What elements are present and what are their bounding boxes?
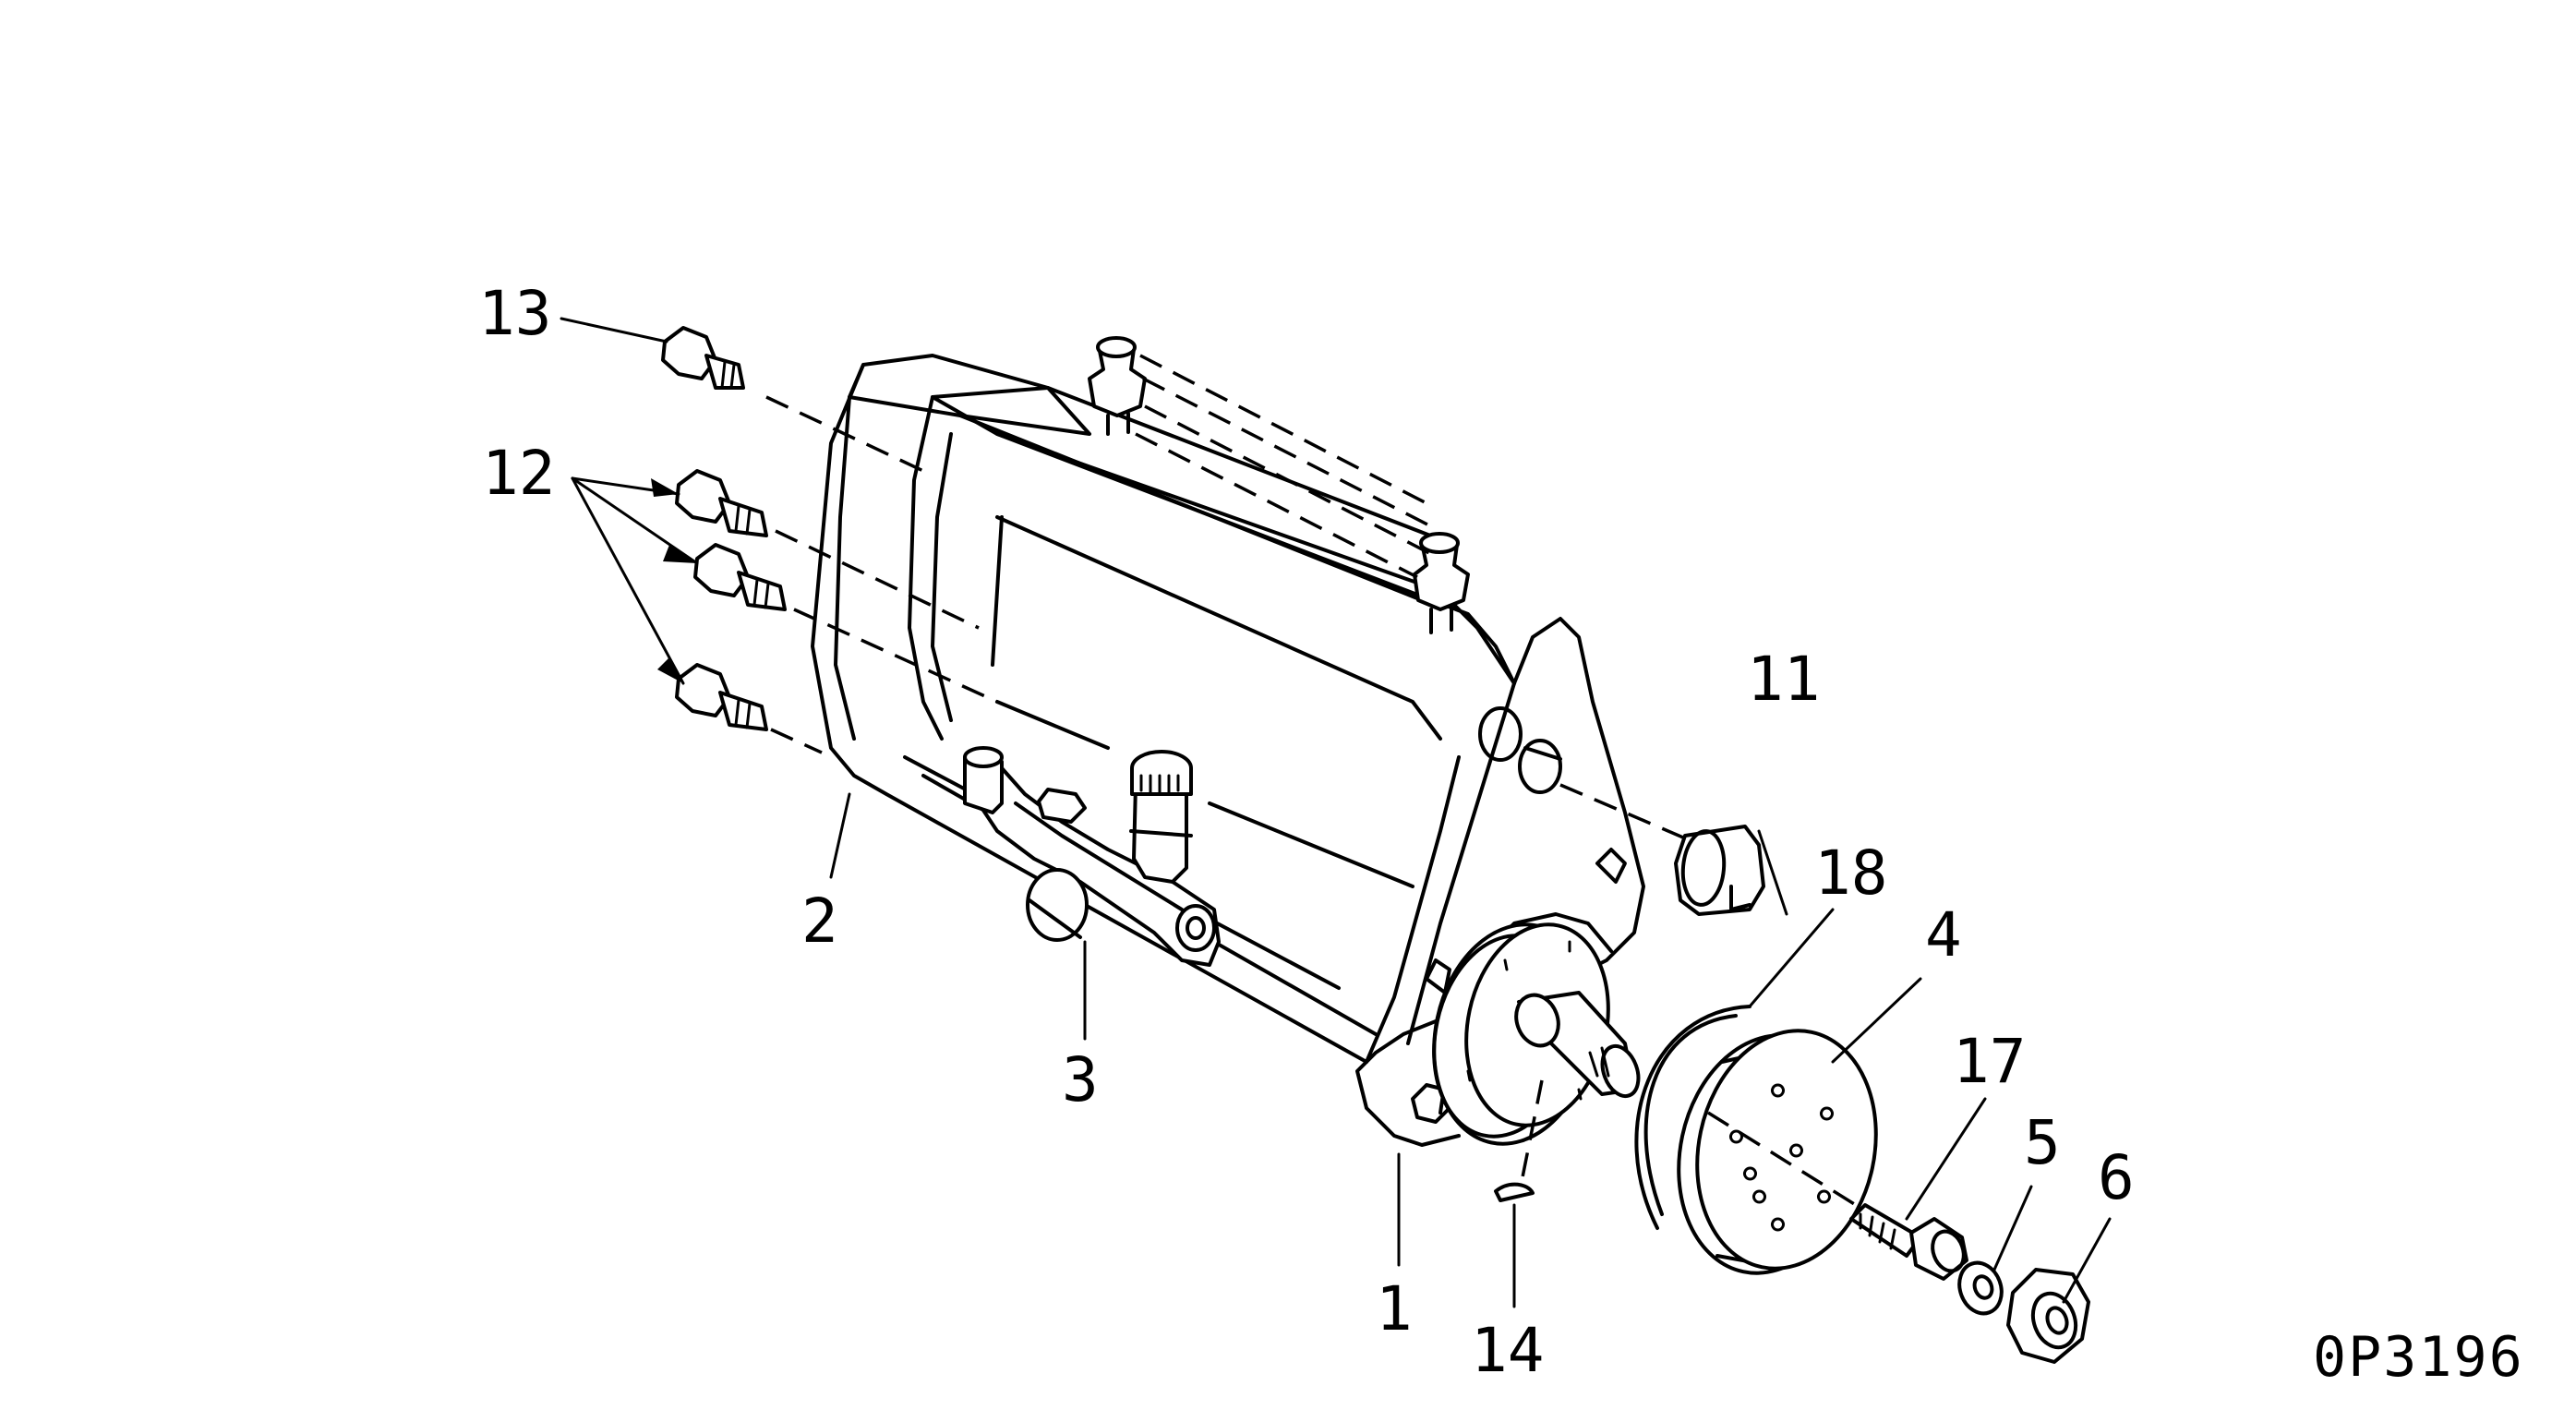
callout-3: 3: [1062, 1044, 1099, 1115]
bolt-12-lower: [675, 663, 768, 731]
callout-1: 1: [1376, 1273, 1413, 1344]
drawing-code: 0P3196: [2313, 1325, 2524, 1390]
callout-18: 18: [1814, 838, 1887, 909]
bolt-13: [661, 326, 745, 390]
callout-11: 11: [1747, 644, 1820, 715]
feed-pump: [963, 746, 1221, 967]
drive-flange: [1432, 912, 1641, 1146]
callout-14: 14: [1471, 1315, 1544, 1386]
coupling-bolt: [1849, 1203, 1968, 1281]
lock-washer: [1957, 1260, 2004, 1316]
callout-4: 4: [1925, 899, 1962, 970]
delivery-valve-holder-rear: [1413, 532, 1470, 634]
hex-nut: [2006, 1268, 2090, 1364]
callout-12: 12: [482, 438, 555, 509]
snap-ring: [1634, 1005, 1751, 1230]
bolt-12-upper: [675, 469, 768, 537]
callout-5: 5: [2024, 1107, 2061, 1178]
plug-cap: [1674, 825, 1765, 916]
delivery-valve-holder: [1088, 336, 1147, 436]
callout-17: 17: [1953, 1026, 2026, 1097]
leader-lines: [560, 317, 2112, 1308]
coupling-disk: [1677, 1029, 1878, 1275]
bolt-12-middle: [693, 543, 787, 611]
callout-2: 2: [801, 886, 838, 957]
callout-13: 13: [478, 278, 551, 349]
woodruff-key: [1494, 1182, 1535, 1202]
callout-6: 6: [2098, 1142, 2135, 1213]
